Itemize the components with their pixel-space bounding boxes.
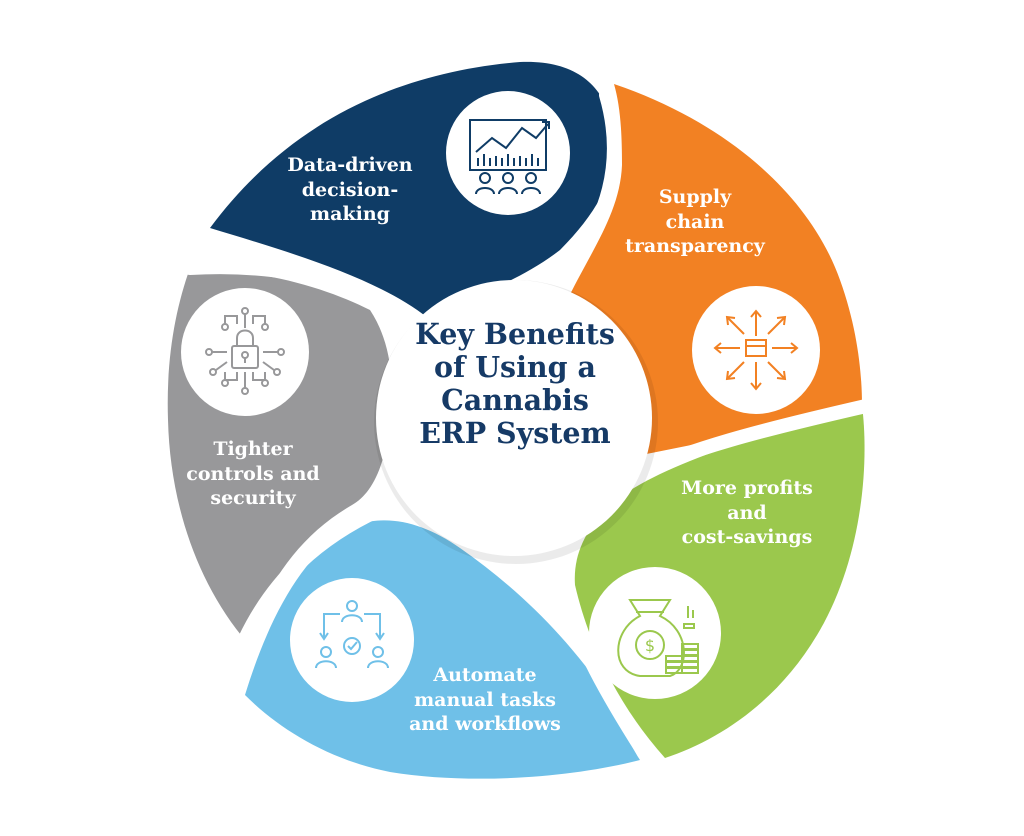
label-line: controls and	[186, 462, 320, 485]
workflow-people-icon	[315, 600, 389, 669]
title-line: ERP System	[419, 416, 611, 450]
icon-circle-automate	[290, 578, 414, 702]
label-line: and	[727, 501, 767, 524]
icon-circle-supply-chain	[692, 286, 820, 414]
label-line: chain	[665, 210, 725, 233]
label-line: More profits	[681, 477, 813, 499]
circuit-lock-icon	[205, 307, 285, 395]
label-line: transparency	[625, 235, 765, 257]
label-line: decision-	[301, 178, 399, 201]
label-line: and workflows	[409, 713, 561, 735]
title-line: of Using a	[434, 350, 596, 384]
separator-arc	[553, 573, 657, 769]
label-security: Tighter controls and security	[168, 437, 338, 511]
label-profits: More profits and cost-savings	[662, 476, 832, 550]
separator-arc	[553, 88, 621, 287]
separator-arc	[233, 498, 397, 657]
separator-arc	[183, 260, 427, 337]
center-circle	[376, 280, 652, 556]
title-line: Cannabis	[441, 383, 589, 417]
label-automate: Automate manual tasks and workflows	[400, 663, 570, 737]
label-line: cost-savings	[681, 526, 813, 548]
icon-circle-data-driven	[446, 91, 570, 215]
label-line: security	[210, 487, 296, 509]
label-line: manual tasks	[414, 688, 556, 711]
title-line: Key Benefits	[415, 317, 615, 351]
label-line: Data-driven	[287, 154, 413, 176]
label-supply-chain: Supply chain transparency	[620, 185, 770, 259]
label-line: making	[310, 203, 390, 225]
analytics-team-icon	[469, 119, 550, 195]
separator-arc	[613, 399, 873, 489]
distribution-arrows-icon	[713, 309, 799, 391]
label-line: Automate	[433, 664, 537, 686]
svg-text:$: $	[645, 636, 655, 655]
money-bag-coins-icon: $	[617, 599, 699, 677]
diagram-title: Key Benefits of Using a Cannabis ERP Sys…	[380, 318, 650, 450]
label-line: Supply	[658, 186, 732, 208]
label-line: Tighter	[213, 438, 293, 460]
label-data-driven: Data-driven decision- making	[275, 153, 425, 227]
